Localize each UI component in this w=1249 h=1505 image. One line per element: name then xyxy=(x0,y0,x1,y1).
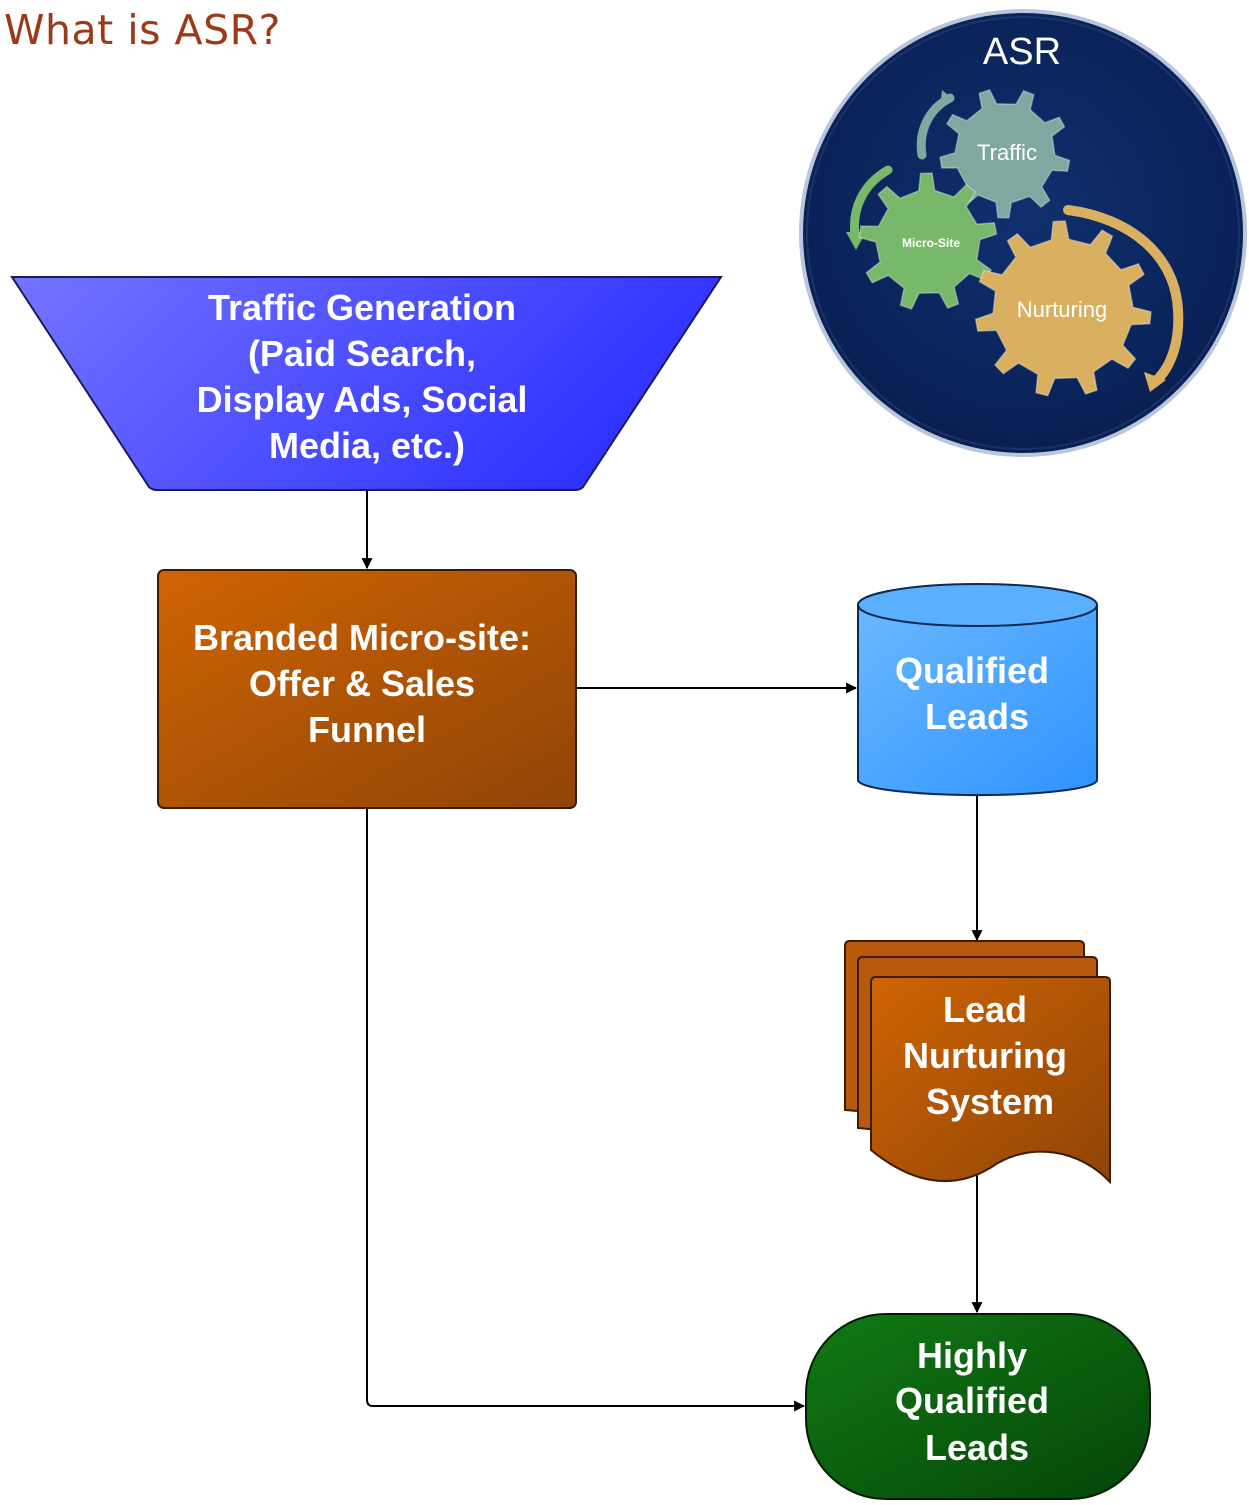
gear-traffic-shape xyxy=(939,88,1071,219)
nurturing-gear-label: Nurturing xyxy=(1017,297,1107,322)
micro-site-node: Branded Micro-site: Offer & Sales Funnel xyxy=(157,569,577,809)
gear-microsite-shape xyxy=(858,172,998,310)
micro-site-gear-icon xyxy=(858,172,998,310)
traffic-gear-label: Traffic xyxy=(977,140,1037,165)
gear-nurturing-shape xyxy=(974,220,1152,397)
traffic-generation-line-2: (Paid Search, xyxy=(248,333,476,374)
lead-nurturing-line-1: Lead xyxy=(943,989,1027,1030)
gear-nurturing-hub xyxy=(998,244,1128,374)
svg-text:Traffic Generation (Paid: Traffic Generation (Paid Search, Display… xyxy=(197,287,538,466)
gear-traffic-hub xyxy=(959,107,1051,199)
asr-badge-title: ASR xyxy=(983,31,1061,73)
lead-nurturing-line-3: System xyxy=(926,1081,1054,1122)
nurturing-cycle-arrowhead xyxy=(1144,372,1166,392)
micro-site-line-1: Branded Micro-site: xyxy=(193,617,531,658)
connectors xyxy=(361,490,983,1412)
edge-microsite-to-highly-qualified xyxy=(366,808,806,1412)
svg-text:Highly Qualified L: Highly Qualified Leads xyxy=(895,1335,1059,1468)
qualified-leads-line-1: Qualified xyxy=(895,650,1049,691)
traffic-generation-line-4: Media, etc.) xyxy=(269,425,465,466)
traffic-generation-line-3: Display Ads, Social xyxy=(197,379,528,420)
lead-nurturing-line-2: Nurturing xyxy=(903,1035,1067,1076)
qualified-leads-line-2: Leads xyxy=(925,696,1029,737)
asr-badge: ASR Traffic Micro-Site Nurturing xyxy=(799,9,1247,457)
svg-text:Lead Nurturing Sys: Lead Nurturing System xyxy=(903,989,1077,1122)
nurturing-cycle-arrow xyxy=(1063,205,1184,385)
lead-nurturing-node: Lead Nurturing System xyxy=(844,940,1111,1185)
cycle-arrows xyxy=(846,90,1184,392)
traffic-cycle-arrowhead xyxy=(940,90,954,108)
micro-site-gear-label: Micro-Site xyxy=(902,236,960,250)
micro-site-line-2: Offer & Sales xyxy=(249,663,475,704)
highly-qualified-line-3: Leads xyxy=(925,1427,1029,1468)
highly-qualified-line-1: Highly xyxy=(917,1335,1027,1376)
gear-microsite-hub xyxy=(880,194,976,290)
svg-text:Branded Micro-site: Offe: Branded Micro-site: Offer & Sales Funnel xyxy=(193,617,541,750)
microsite-cycle-arrow xyxy=(849,165,893,240)
nurturing-gear-icon xyxy=(974,220,1152,397)
svg-text:Qualified Leads: Qualified Leads xyxy=(895,650,1059,737)
micro-site-line-3: Funnel xyxy=(308,709,426,750)
traffic-generation-node: Traffic Generation (Paid Search, Display… xyxy=(10,276,723,491)
traffic-gear-icon xyxy=(939,88,1071,219)
traffic-generation-line-1: Traffic Generation xyxy=(208,287,516,328)
highly-qualified-line-2: Qualified xyxy=(895,1380,1049,1421)
highly-qualified-leads-node: Highly Qualified Leads xyxy=(805,1313,1151,1500)
qualified-leads-node: Qualified Leads xyxy=(857,583,1098,797)
page-title: What is ASR? xyxy=(4,6,281,54)
